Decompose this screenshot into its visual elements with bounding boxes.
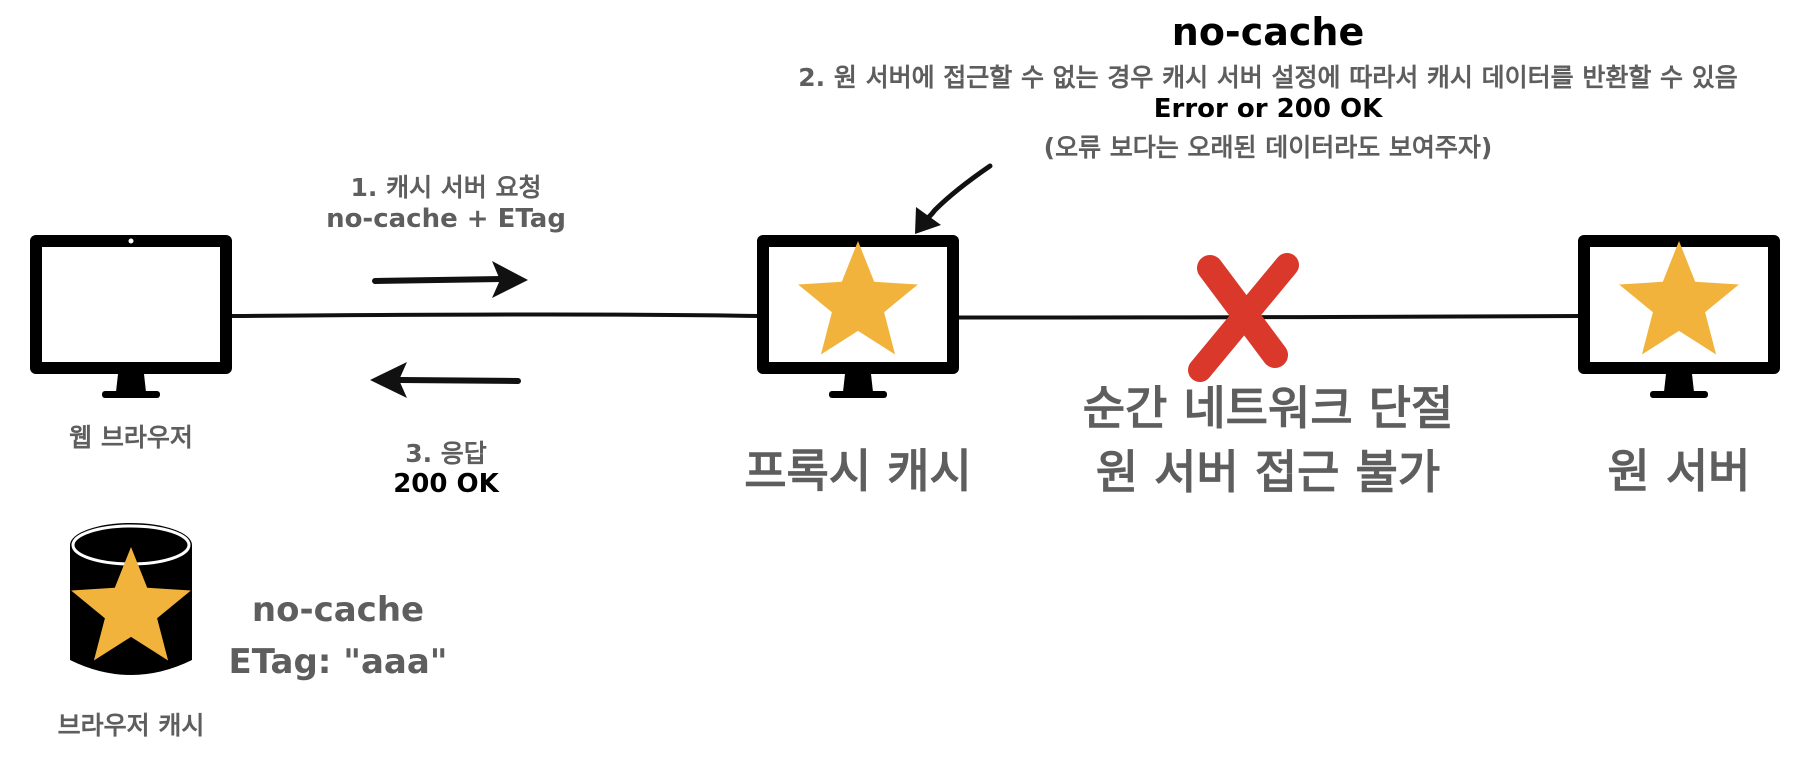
proxy-cache-star-icon xyxy=(798,241,918,355)
browser-monitor-icon xyxy=(30,235,232,398)
browser-cache-label: 브라우저 캐시 xyxy=(57,711,205,740)
request-arrow-icon xyxy=(372,261,528,298)
browser-cache-star-icon xyxy=(71,547,191,661)
note-result: Error or 200 OK xyxy=(1153,94,1383,124)
network-failure-cross-icon xyxy=(1188,253,1299,382)
request-headers-label: no-cache + ETag xyxy=(326,204,566,234)
origin-server-label: 원 서버 xyxy=(1607,444,1751,498)
failure-line2: 원 서버 접근 불가 xyxy=(1095,445,1441,499)
response-step-label: 3. 응답 xyxy=(405,439,487,468)
browser-label: 웹 브라우저 xyxy=(69,423,193,452)
note-step2: 2. 원 서버에 접근할 수 없는 경우 캐시 서버 설정에 따라서 캐시 데이… xyxy=(798,63,1738,92)
note-reason: (오류 보다는 오래된 데이터라도 보여주자) xyxy=(1043,133,1493,162)
response-status-label: 200 OK xyxy=(393,469,499,499)
origin-server-star-icon xyxy=(1619,241,1739,355)
response-arrow-icon xyxy=(370,362,521,398)
browser-cache-etag: ETag: "aaa" xyxy=(228,642,448,682)
browser-cache-directive: no-cache xyxy=(251,590,425,630)
diagram-title: no-cache xyxy=(1171,10,1365,54)
failure-line1: 순간 네트워크 단절 xyxy=(1082,381,1454,435)
pointer-arrow-icon xyxy=(915,163,993,234)
proxy-cache-label: 프록시 캐시 xyxy=(744,444,972,498)
request-step-label: 1. 캐시 서버 요청 xyxy=(350,173,542,202)
